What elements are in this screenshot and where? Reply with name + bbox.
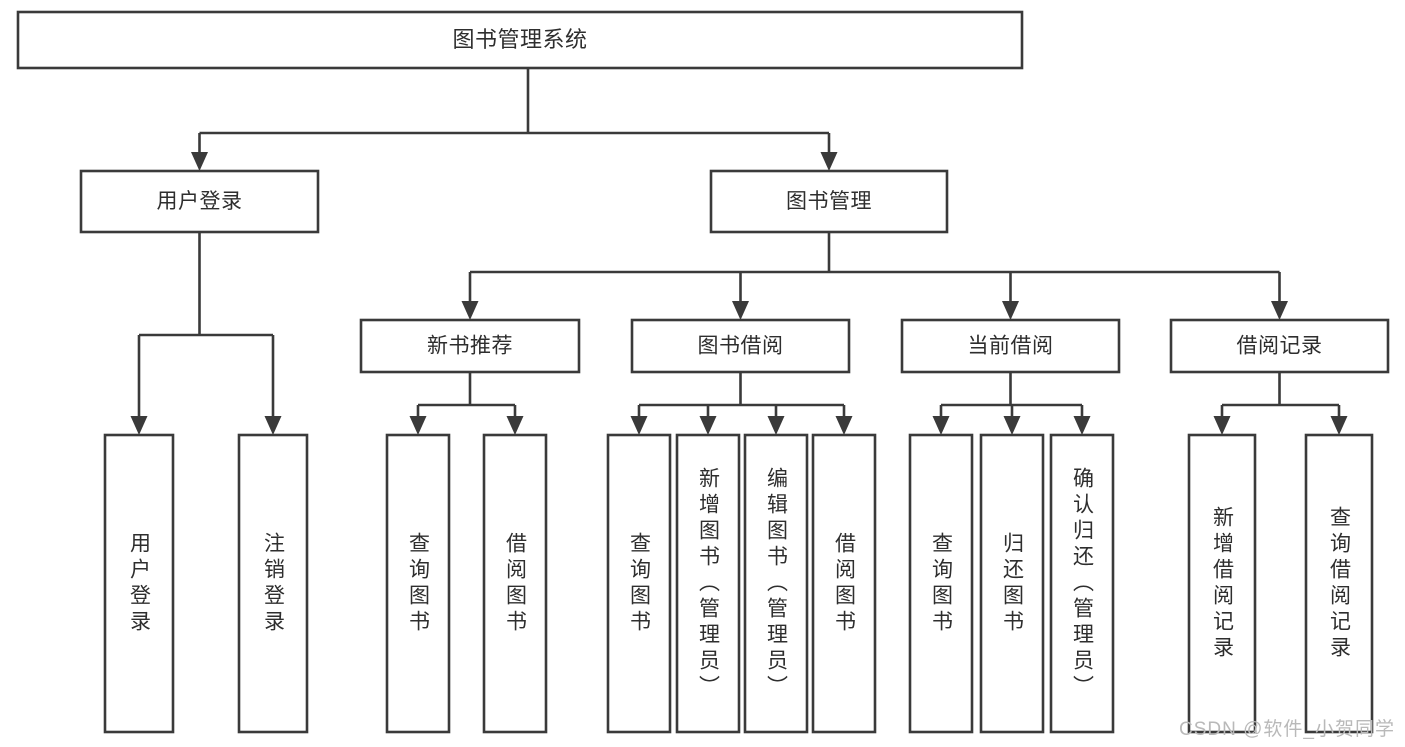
arrow-head-icon: [1271, 301, 1288, 320]
csdn-watermark: CSDN @软件_小贺同学: [1179, 719, 1395, 740]
node-new-book-recommend-label: 新书推荐: [427, 335, 513, 358]
node-leaf-borrow-books-rec-box: [482, 433, 548, 734]
arrow-head-icon: [130, 416, 148, 435]
node-leaf-confirm-return-admin-box: [1049, 433, 1115, 734]
node-root-label: 图书管理系统: [452, 27, 587, 52]
node-leaf-logout-box: [237, 433, 309, 734]
connector-layer: [130, 68, 1348, 435]
node-leaf-return-book-box: [979, 433, 1045, 734]
arrow-head-icon: [409, 416, 427, 435]
node-current-borrow-box: [900, 318, 1121, 374]
arrow-head-icon: [630, 416, 648, 435]
node-book-borrow-label: 图书借阅: [698, 335, 784, 358]
node-user-login-label: 用户登录: [157, 190, 243, 213]
arrow-head-icon: [1073, 416, 1091, 435]
node-leaf-borrow-book-box: [811, 433, 877, 734]
arrow-head-icon: [767, 416, 785, 435]
arrow-head-icon: [820, 152, 838, 171]
node-leaf-add-borrow-record-box: [1187, 433, 1257, 734]
arrow-head-icon: [835, 416, 853, 435]
node-leaf-edit-book-admin-box: [743, 433, 809, 734]
arrow-head-icon: [1213, 416, 1231, 435]
node-leaf-query-borrow-record-box: [1304, 433, 1374, 734]
node-book-management-label: 图书管理: [786, 190, 872, 213]
arrow-head-icon: [461, 301, 479, 320]
node-leaf-query-books-rec-box: [385, 433, 451, 734]
node-current-borrow-label: 当前借阅: [968, 335, 1054, 358]
node-leaf-user-login-box: [103, 433, 175, 734]
node-root-box: [16, 10, 1024, 70]
node-book-management-box: [709, 169, 949, 234]
arrow-head-icon: [506, 416, 524, 435]
node-borrow-record-label: 借阅记录: [1237, 335, 1323, 358]
node-leaf-query-books-borrow-box: [606, 433, 672, 734]
arrow-head-icon: [699, 416, 717, 435]
arrow-head-icon: [191, 152, 208, 171]
arrow-head-icon: [1002, 301, 1019, 320]
arrow-head-icon: [264, 416, 282, 435]
box-layer: [16, 10, 1390, 734]
node-borrow-record-box: [1169, 318, 1390, 374]
arrow-head-icon: [1330, 416, 1348, 435]
arrow-head-icon: [932, 416, 950, 435]
arrow-head-icon: [732, 301, 749, 320]
node-user-login-box: [79, 169, 320, 234]
node-book-borrow-box: [630, 318, 851, 374]
node-leaf-query-books-current-box: [908, 433, 974, 734]
arrow-head-icon: [1003, 416, 1021, 435]
node-leaf-add-book-admin-box: [675, 433, 741, 734]
node-new-book-recommend-box: [359, 318, 581, 374]
